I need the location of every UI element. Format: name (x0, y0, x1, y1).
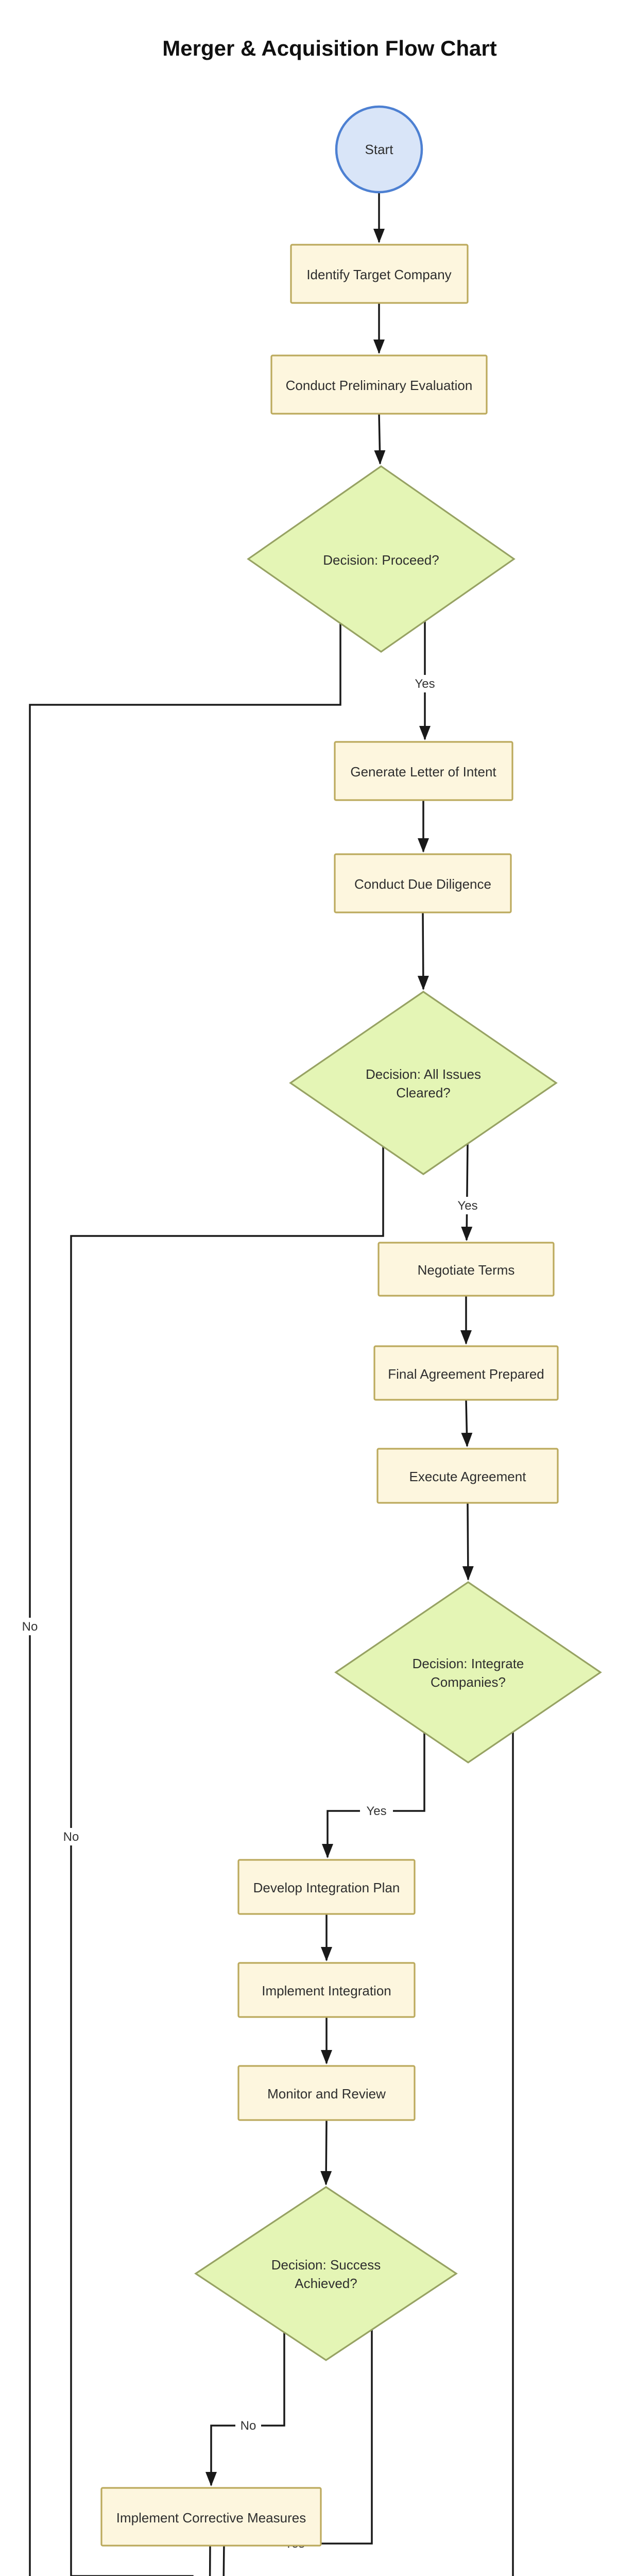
edge-finalagreement-execute (461, 1399, 473, 1447)
edges-layer (29, 192, 514, 2576)
node-decision-success-achieved: Decision: Success Achieved? (194, 2186, 458, 2361)
decision-diamond (194, 2186, 458, 2361)
process-box (334, 741, 513, 801)
edge-label-issues-no: No (63, 1830, 79, 1844)
decision-proceed-label: Decision: Proceed? (323, 552, 439, 568)
node-decision-all-issues-cleared: Decision: All Issues Cleared? (289, 991, 558, 1175)
edge-evaluate-decision1 (374, 413, 386, 465)
node-negotiate-terms: Negotiate Terms (377, 1242, 555, 1297)
process-box (373, 1345, 559, 1401)
node-execute-agreement: Execute Agreement (376, 1448, 559, 1504)
edge-label-bg (235, 2417, 261, 2434)
edge-decision2-yes-negotiate (461, 1143, 473, 1241)
process-box (270, 354, 488, 415)
edge-decision4-no-corrective (205, 2332, 285, 2486)
node-conduct-preliminary-evaluation: Conduct Preliminary Evaluation (270, 354, 488, 415)
edge-decision3-yes-develop (322, 1733, 425, 1858)
decision-diamond (247, 465, 516, 653)
develop-label: Develop Integration Plan (253, 1880, 400, 1895)
process-box (237, 1962, 416, 2018)
node-final-agreement-prepared: Final Agreement Prepared (373, 1345, 559, 1401)
node-decision-proceed: Decision: Proceed? (247, 465, 516, 653)
edge-label-bg (58, 1828, 84, 1845)
edge-label-bg (408, 675, 441, 692)
process-box (377, 1242, 555, 1297)
edge-label-issues-yes: Yes (457, 1199, 477, 1213)
node-develop-integration-plan: Develop Integration Plan (237, 1859, 416, 1915)
edge-decision1-no-end (29, 623, 341, 2576)
edge-label-success-no: No (241, 2419, 256, 2433)
edge-monitor-decision4 (320, 2120, 332, 2185)
process-box (290, 244, 469, 304)
process-box (237, 1859, 416, 1915)
node-implement-integration: Implement Integration (237, 1962, 416, 2018)
start-circle (335, 105, 423, 194)
corrective-label: Implement Corrective Measures (116, 2510, 306, 2526)
node-decision-integrate-companies: Decision: Integrate Companies? (334, 1581, 602, 1764)
nodes-layer: Start Identify Target Company Conduct Pr… (100, 105, 602, 2547)
node-identify-target-company: Identify Target Company (290, 244, 469, 304)
decision-success-label-line2: Achieved? (295, 2276, 357, 2291)
edge-label-proceed-no: No (22, 1620, 38, 1634)
edge-label-bg (451, 1197, 484, 1214)
edge-decision2-no-end (70, 1146, 384, 2576)
node-implement-corrective-measures: Implement Corrective Measures (100, 2487, 322, 2547)
decision-diamond (289, 991, 558, 1175)
implement-integration-label: Implement Integration (262, 1983, 391, 1998)
letter-label: Generate Letter of Intent (350, 764, 496, 779)
identify-label: Identify Target Company (306, 267, 451, 282)
process-box (334, 853, 512, 913)
node-start: Start (335, 105, 423, 194)
process-box (376, 1448, 559, 1504)
negotiate-label: Negotiate Terms (418, 1262, 515, 1278)
diligence-label: Conduct Due Diligence (354, 876, 491, 892)
decision-issues-label-line2: Cleared? (396, 1085, 451, 1100)
edge-decision3-no-end (512, 1732, 514, 2576)
process-box (237, 2065, 416, 2121)
final-agreement-label: Final Agreement Prepared (388, 1366, 544, 1382)
node-conduct-due-diligence: Conduct Due Diligence (334, 853, 512, 913)
evaluate-label: Conduct Preliminary Evaluation (286, 378, 473, 393)
edge-label-proceed-yes: Yes (415, 677, 435, 691)
edge-label-bg (17, 1618, 43, 1635)
decision-integrate-label-line1: Decision: Integrate (413, 1656, 524, 1671)
execute-label: Execute Agreement (409, 1469, 527, 1484)
decision-success-label-line1: Decision: Success (271, 2257, 381, 2273)
edge-labels-layer: Yes No Yes No Yes No No Yes (17, 675, 484, 2552)
decision-integrate-label-line2: Companies? (431, 1674, 506, 1690)
process-box (100, 2487, 322, 2547)
edge-label-bg (360, 1802, 393, 1820)
page-title: Merger & Acquisition Flow Chart (162, 36, 496, 60)
decision-issues-label-line1: Decision: All Issues (366, 1066, 481, 1082)
decision-diamond (334, 1581, 602, 1764)
node-monitor-and-review: Monitor and Review (237, 2065, 416, 2121)
start-label: Start (365, 142, 394, 157)
monitor-label: Monitor and Review (267, 2086, 386, 2102)
edge-label-integrate-yes: Yes (366, 1804, 386, 1818)
node-generate-letter-of-intent: Generate Letter of Intent (334, 741, 513, 801)
